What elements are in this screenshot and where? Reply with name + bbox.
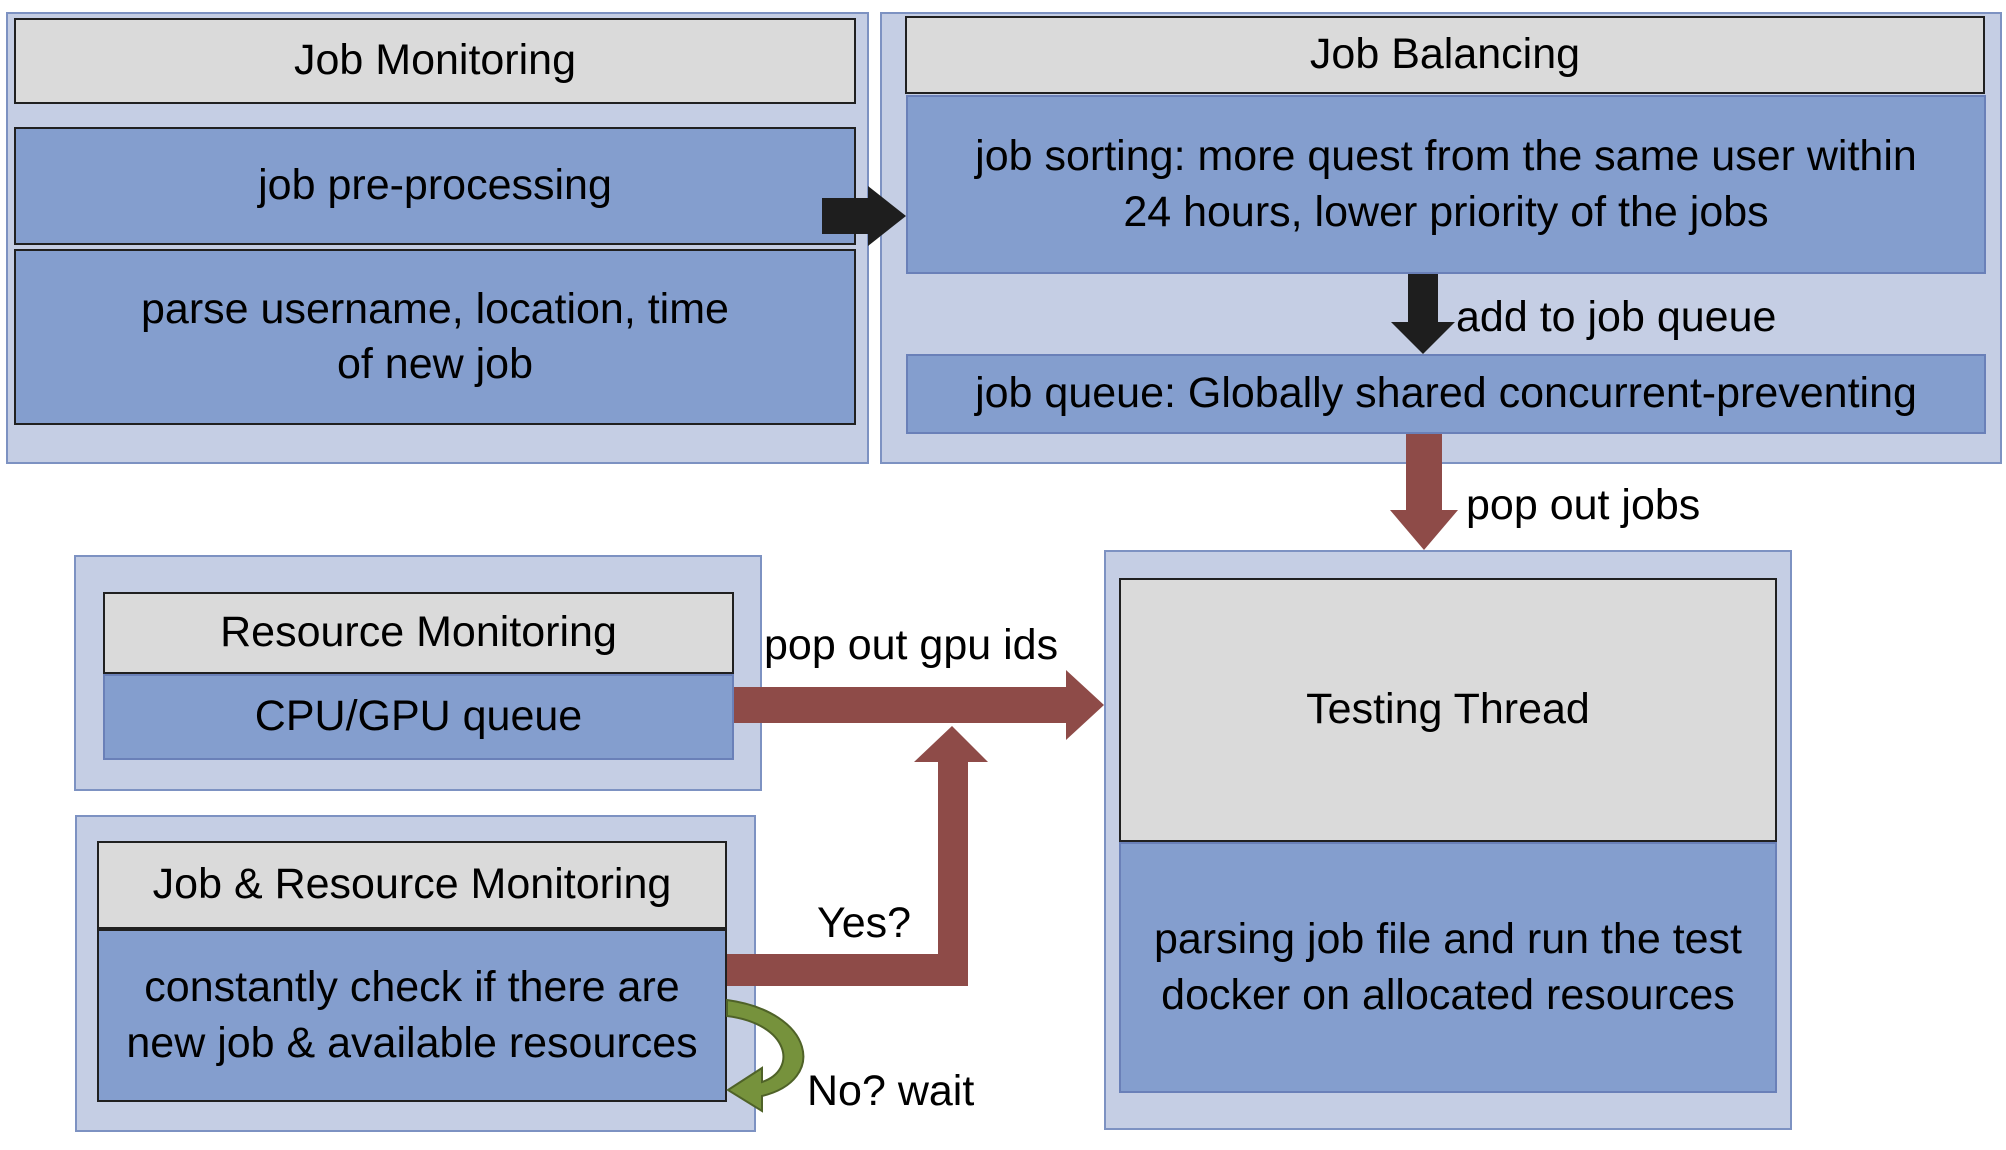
resource-monitoring-title: Resource Monitoring <box>103 592 734 674</box>
job-preprocessing-box: job pre-processing <box>14 127 856 245</box>
yes-label: Yes? <box>817 899 912 947</box>
job-queue-box: job queue: Globally shared concurrent-pr… <box>906 354 1986 434</box>
job-balancing-title: Job Balancing <box>905 16 1985 94</box>
no-wait-label: No? wait <box>807 1067 975 1115</box>
resource-check-box: constantly check if there are new job & … <box>97 929 727 1102</box>
pop-out-gpu-ids-label: pop out gpu ids <box>764 621 1059 669</box>
job-monitoring-title: Job Monitoring <box>14 18 856 104</box>
job-resource-monitoring-title: Job & Resource Monitoring <box>97 841 727 929</box>
job-sorting-box: job sorting: more quest from the same us… <box>906 95 1986 274</box>
testing-thread-title: Testing Thread <box>1119 578 1777 842</box>
add-to-queue-arrow <box>1391 274 1455 354</box>
add-to-job-queue-label: add to job queue <box>1456 293 1777 341</box>
pop-out-jobs-label: pop out jobs <box>1466 481 1701 529</box>
pop-out-gpu-arrow <box>734 670 1104 740</box>
cpu-gpu-queue-box: CPU/GPU queue <box>103 674 734 760</box>
yes-path-arrow <box>727 726 988 986</box>
preprocess-to-sorting-arrow <box>822 186 906 246</box>
pop-out-jobs-arrow <box>1390 434 1458 550</box>
testing-thread-body: parsing job file and run the test docker… <box>1119 842 1777 1093</box>
no-wait-loop-arrow <box>726 998 805 1113</box>
parse-new-job-box: parse username, location, time of new jo… <box>14 249 856 425</box>
